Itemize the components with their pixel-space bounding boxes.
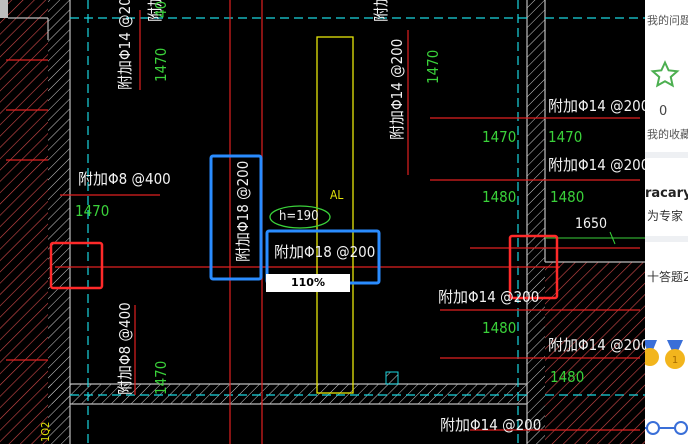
rebar-label-right-mid: 附加Φ14 @200 — [548, 336, 650, 354]
dimension-right-2: 1480 — [550, 188, 585, 206]
height-note-ellipse — [269, 205, 331, 229]
left-column-hatch — [48, 0, 70, 444]
dimension-span: 1650 — [575, 216, 608, 232]
dimension-top-left: 1470 — [152, 47, 170, 82]
dimension-center-right-1: 1470 — [482, 128, 517, 146]
highlight-vertical-rebar — [209, 154, 263, 281]
favorites-link[interactable]: 我的收藏 — [647, 128, 688, 141]
small-opening-symbol — [385, 371, 399, 385]
medal-icon-blue — [645, 340, 661, 372]
rebar-label-top-left: 附加Φ14 @200 — [116, 0, 134, 90]
highlight-right-joint — [508, 234, 559, 300]
medal-icon-gold: 1 — [663, 340, 687, 374]
right-column-hatch — [527, 0, 545, 444]
dimension-right-lower: 1480 — [550, 368, 585, 386]
rebar-label-center-vertical: 附加Φ18 @200 — [234, 160, 252, 262]
beam-label: AL — [330, 188, 344, 202]
stats-text: 十答题2 — [647, 270, 688, 284]
rebar-label-bottom-right: 附加Φ14 @200 — [440, 416, 542, 434]
left-wall-hatch — [0, 0, 48, 444]
right-wall-hatch — [545, 262, 645, 444]
cad-drawing-canvas[interactable]: 附加Φ14 @200 1470 附加Φ 附加Φ 40 附加Φ14 @200 14… — [0, 0, 649, 444]
rebar-label-left-lower: 附加Φ8 @400 — [116, 302, 134, 395]
dimension-right-1: 1470 — [548, 128, 583, 146]
panel-divider — [645, 152, 688, 158]
rebar-label-center-horizontal: 附加Φ18 @200 — [274, 243, 376, 261]
rebar-label-center-upper: 附加Φ14 @200 — [388, 38, 406, 140]
cad-linework — [0, 0, 645, 444]
zoom-level-indicator: 110% — [266, 274, 350, 292]
username[interactable]: racary — [645, 186, 688, 201]
rebar-label-right-top-2: 附加Φ14 @200 — [548, 156, 650, 174]
rebar-label-right-upper: 附加Φ14 @200 — [438, 288, 540, 306]
dimension-center-right-2: 1480 — [482, 188, 517, 206]
favorites-count: 0 — [659, 104, 668, 119]
star-icon[interactable] — [650, 60, 680, 94]
bottom-beam-hatch — [48, 384, 528, 404]
rebar-label-right-top-1: 附加Φ14 @200 — [548, 97, 650, 115]
panel-divider-2 — [645, 236, 688, 242]
dimension-right-mid: 1480 — [482, 319, 517, 337]
highlight-left-joint — [49, 241, 104, 290]
dimension-left-mid: 1470 — [75, 202, 110, 220]
height-note: h=190 — [279, 209, 319, 224]
timeline-icon — [645, 418, 688, 442]
svg-text:1: 1 — [672, 355, 678, 366]
expert-text: 为专家 — [647, 209, 684, 223]
dimension-right-upper: 1470 — [424, 49, 442, 84]
dimension-left-lower: 1470 — [152, 360, 170, 395]
dimension-partial-top: 40 — [152, 0, 170, 18]
my-questions-link[interactable]: 我的问题 — [647, 14, 688, 27]
axis-tag: 1Q2 — [39, 421, 52, 442]
beam-al-outline — [316, 36, 354, 394]
side-panel: 我的问题 0 我的收藏 racary 为专家 十答题2 1 — [645, 0, 688, 444]
rebar-label-top-partial-2: 附加Φ — [372, 0, 390, 22]
rebar-label-left-mid: 附加Φ8 @400 — [78, 170, 171, 188]
